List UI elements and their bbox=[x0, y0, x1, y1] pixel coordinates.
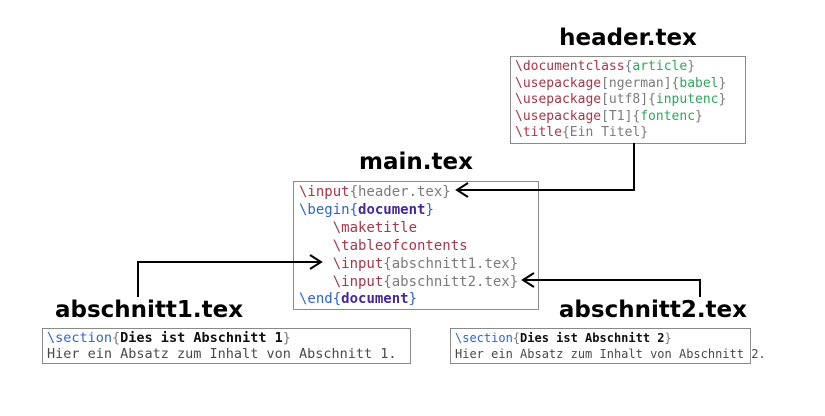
code-line: \usepackage[ngerman]{babel} bbox=[515, 76, 741, 93]
code-token: Dies ist Abschnitt 1 bbox=[120, 330, 283, 346]
code-token: \usepackage bbox=[515, 75, 602, 91]
code-line: Hier ein Absatz zum Inhalt von Abschnitt… bbox=[47, 346, 406, 362]
code-token: } bbox=[718, 92, 727, 108]
code-token: document bbox=[341, 291, 409, 308]
code-token: \documentclass bbox=[515, 59, 625, 74]
code-token: \maketitle bbox=[299, 219, 418, 236]
code-token: } bbox=[425, 201, 434, 218]
code-token: inputenc bbox=[655, 92, 719, 108]
code-line: \maketitle bbox=[299, 220, 533, 238]
abschnitt2-file-box: \section{Dies ist Abschnitt 2}Hier ein A… bbox=[450, 328, 766, 364]
code-token: [utf8]{ bbox=[601, 92, 656, 108]
code-token: } bbox=[695, 108, 703, 124]
code-token: } bbox=[664, 331, 672, 345]
code-token: { bbox=[112, 330, 121, 346]
code-token: } bbox=[718, 75, 727, 91]
code-token: } bbox=[408, 291, 418, 308]
code-token: { bbox=[512, 331, 521, 345]
code-line: \title{Ein Titel} bbox=[515, 125, 741, 142]
code-line: \section{Dies ist Abschnitt 1} bbox=[47, 330, 406, 346]
code-line: \input{header.tex} bbox=[299, 184, 533, 202]
code-token: Dies ist Abschnitt 2 bbox=[520, 331, 665, 345]
code-token: \input bbox=[299, 273, 384, 290]
main-file-title: main.tex bbox=[359, 149, 473, 175]
code-line: Hier ein Absatz zum Inhalt von Abschnitt… bbox=[455, 347, 766, 363]
main-file-box: \input{header.tex}\begin{document} \make… bbox=[293, 181, 539, 310]
header-file-title: header.tex bbox=[559, 25, 697, 51]
abschnitt1-file-title: abschnitt1.tex bbox=[55, 297, 244, 323]
code-line: \input{abschnitt2.tex} bbox=[299, 274, 533, 292]
code-line: \input{abschnitt1.tex} bbox=[299, 256, 533, 274]
code-token: babel bbox=[679, 75, 719, 91]
code-line: \usepackage[T1]{fontenc} bbox=[515, 109, 741, 126]
code-token: {abschnitt2.tex} bbox=[383, 273, 519, 290]
code-line: \documentclass{article} bbox=[515, 59, 741, 76]
code-line: \tableofcontents bbox=[299, 238, 533, 256]
code-token: { bbox=[624, 59, 633, 74]
code-line: \usepackage[utf8]{inputenc} bbox=[515, 92, 741, 109]
code-token: Hier ein Absatz zum Inhalt von Abschnitt… bbox=[455, 346, 766, 361]
code-token: document bbox=[358, 201, 426, 218]
code-token: \title bbox=[515, 125, 562, 141]
arrow-abschnitt2-to-main-input bbox=[523, 279, 701, 297]
code-token: [ngerman]{ bbox=[601, 75, 680, 91]
code-token: \usepackage bbox=[515, 108, 602, 124]
header-file-box: \documentclass{article}\usepackage[ngerm… bbox=[510, 56, 746, 144]
code-token: } bbox=[282, 330, 291, 346]
code-token: \section bbox=[455, 331, 513, 345]
code-token: \begin{ bbox=[299, 201, 359, 218]
code-token: \input bbox=[299, 255, 384, 272]
code-token: article bbox=[632, 59, 688, 74]
code-token: \tableofcontents bbox=[299, 237, 468, 254]
code-token: Hier ein Absatz zum Inhalt von Abschnitt… bbox=[47, 346, 397, 362]
code-token: \section bbox=[47, 330, 113, 346]
code-token: [T1]{ bbox=[601, 108, 641, 124]
code-token: {header.tex} bbox=[349, 184, 451, 200]
code-token: fontenc bbox=[640, 108, 696, 124]
code-token: \usepackage bbox=[515, 92, 602, 108]
code-token: {abschnitt1.tex} bbox=[383, 255, 519, 272]
abschnitt2-file-title: abschnitt2.tex bbox=[558, 297, 747, 323]
code-line: \section{Dies ist Abschnitt 2} bbox=[455, 331, 746, 347]
code-line: \begin{document} bbox=[299, 202, 533, 220]
code-token: {Ein Titel} bbox=[561, 125, 649, 141]
code-token: \end{ bbox=[299, 291, 342, 308]
abschnitt1-file-box: \section{Dies ist Abschnitt 1}Hier ein A… bbox=[42, 328, 411, 364]
code-token: } bbox=[687, 59, 696, 74]
code-token: \input bbox=[299, 184, 350, 200]
